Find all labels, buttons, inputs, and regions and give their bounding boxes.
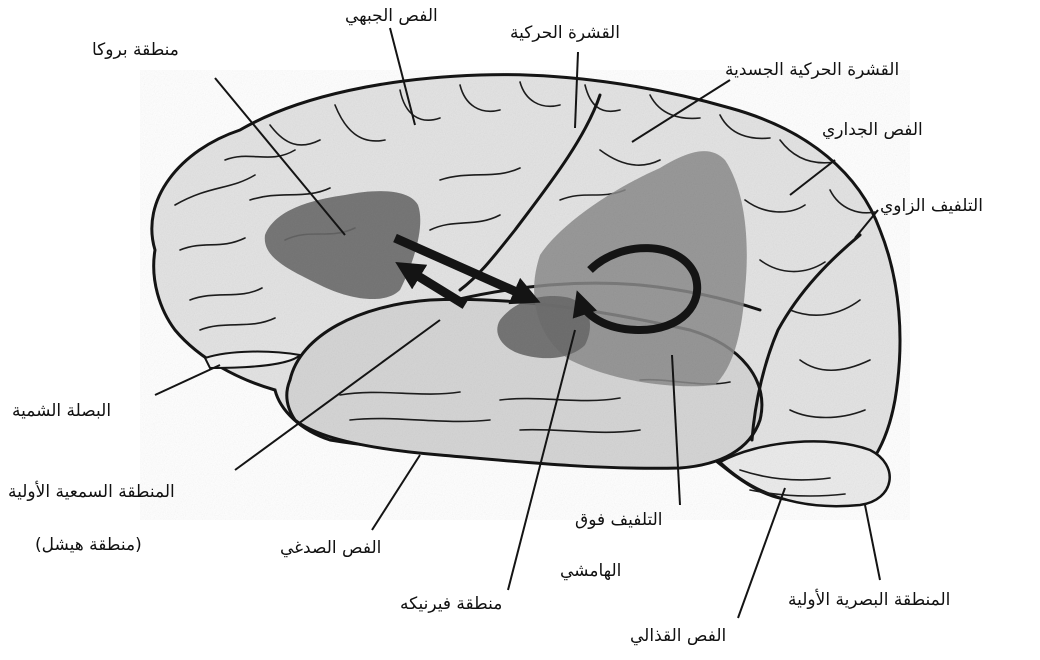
label-supramarginal-line2: الهامشي <box>560 563 621 580</box>
label-occipital-lobe: الفص القذالي <box>630 628 726 645</box>
label-olfactory-bulb: البصلة الشمية <box>12 403 111 420</box>
label-frontal-lobe: الفص الجبهي <box>345 8 438 25</box>
label-heschl-area: (منطقة هيشل) <box>35 537 142 554</box>
label-broca-area: منطقة بروكا <box>92 42 179 59</box>
label-supramarginal-line1: التلفيف فوق <box>575 512 663 529</box>
label-primary-auditory-area: المنطقة السمعية الأولية <box>8 484 175 501</box>
label-somatosensory-cortex: القشرة الحركية الجسدية <box>725 62 899 79</box>
label-wernicke-area: منطقة فيرنيكه <box>400 596 502 613</box>
label-parietal-lobe: الفص الجداري <box>822 122 923 139</box>
label-angular-gyrus: التلفيف الزاوي <box>880 198 983 215</box>
label-primary-visual-area: المنطقة البصرية الأولية <box>788 592 950 609</box>
label-motor-cortex: القشرة الحركية <box>510 25 620 42</box>
label-temporal-lobe: الفص الصدغي <box>280 540 381 557</box>
